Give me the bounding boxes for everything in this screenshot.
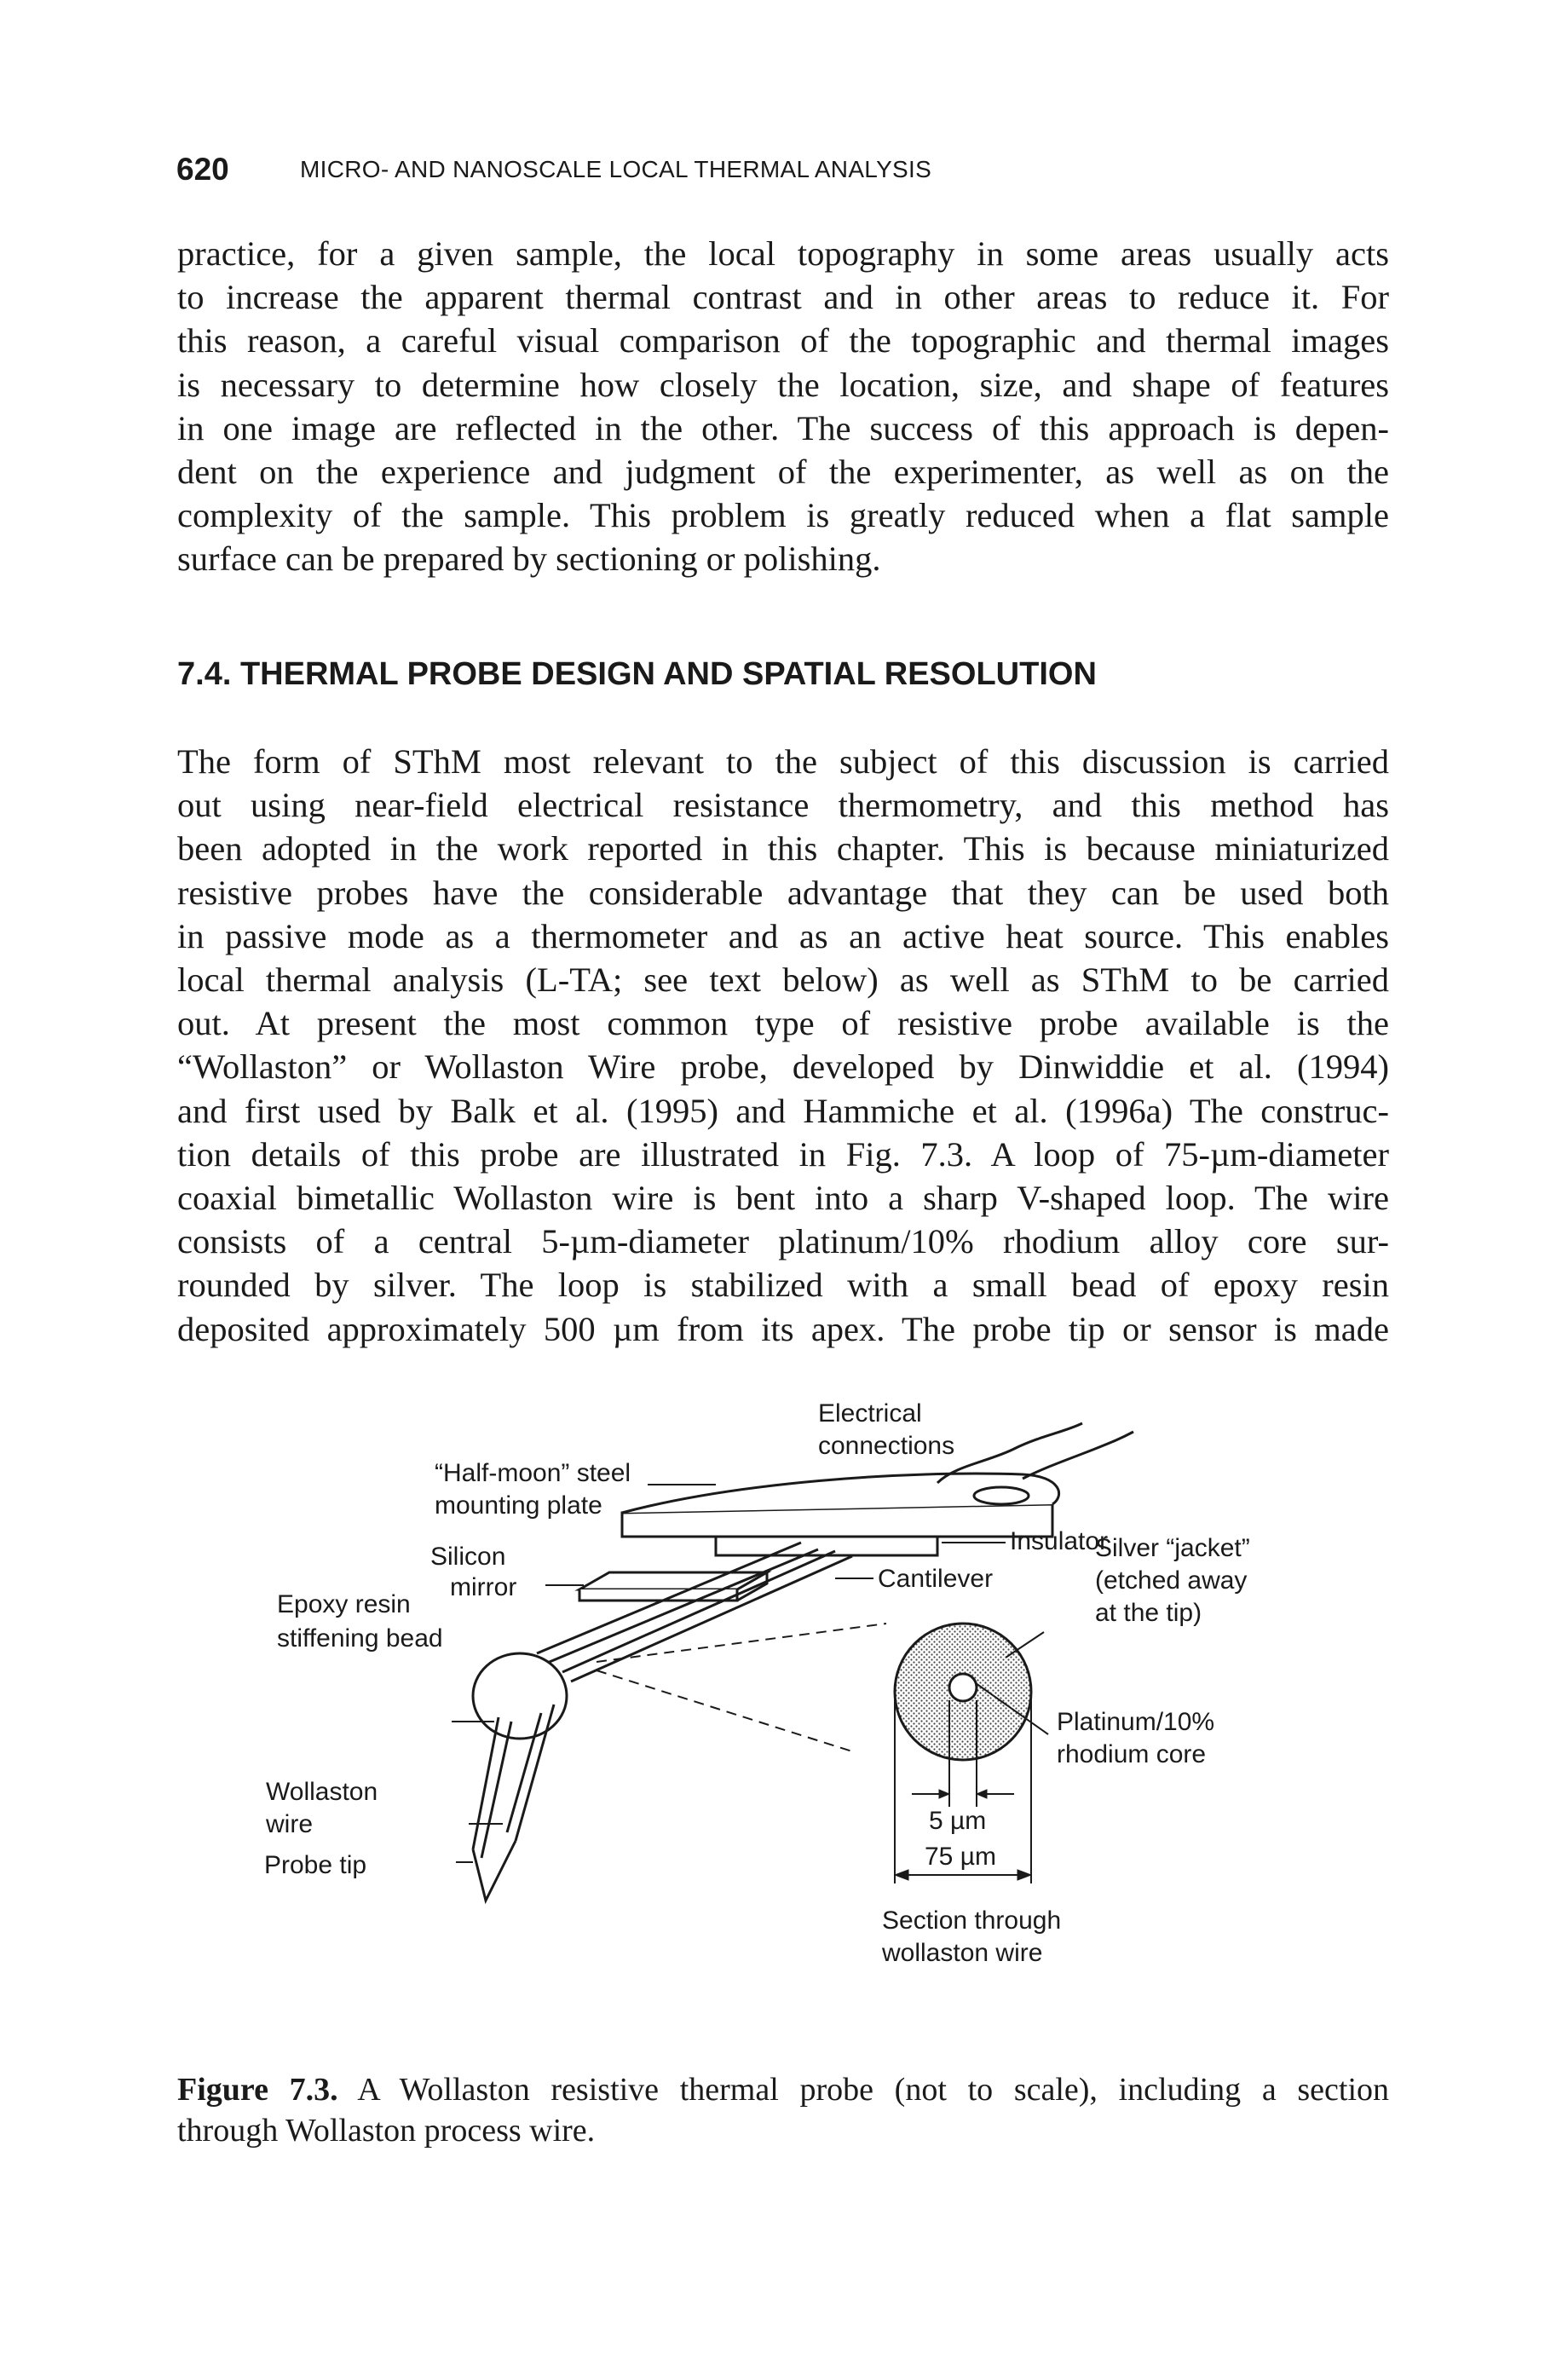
silicon-mirror (574, 1571, 772, 1591)
text-line: dent on the experience and judgment of t… (177, 453, 1389, 492)
running-title: MICRO- AND NANOSCALE LOCAL THERMAL ANALY… (300, 156, 932, 182)
mounting-plate-shape (620, 1503, 1054, 1538)
text-line: in passive mode as a thermometer and as … (177, 916, 1389, 955)
mounting-hole (972, 1485, 1030, 1506)
wire-section-core (948, 1672, 978, 1703)
electrical-connection-wire (1022, 1430, 1134, 1480)
cantilever-leg (562, 1549, 836, 1674)
label-wollaston-wire: Wollaston (266, 1778, 378, 1806)
caption-line: Figure 7.3. A Wollaston resistive therma… (177, 2069, 1389, 2110)
label-dimension-5um: 5 µm (929, 1807, 986, 1835)
insulator-block (714, 1535, 939, 1557)
mounting-plate-top (621, 1472, 1061, 1514)
probe-tip (471, 1840, 517, 1905)
page-number: 620 (176, 152, 229, 187)
text-line: rounded by silver. The loop is stabilize… (177, 1266, 1389, 1305)
text-line: The form of SThM most relevant to the su… (177, 742, 1389, 781)
label-section: wollaston wire (881, 1939, 1042, 1967)
label-platinum-core: Platinum/10% (1057, 1708, 1214, 1736)
cantilever-leg (536, 1541, 802, 1655)
label-electrical: connections (818, 1432, 954, 1460)
text-line: this reason, a careful visual comparison… (177, 321, 1389, 361)
label-epoxy: Epoxy resin (277, 1590, 411, 1618)
text-line: deposited approximately 500 µm from its … (177, 1309, 1389, 1348)
label-halfmoon: “Half-moon” steel (435, 1459, 631, 1487)
text-line: been adopted in the work reported in thi… (177, 829, 1389, 868)
caption-line: through Wollaston process wire. (177, 2113, 596, 2149)
label-silver-jacket: at the tip) (1095, 1599, 1202, 1627)
electrical-connection-wire (936, 1422, 1083, 1485)
projection-line (596, 1623, 887, 1663)
label-epoxy: stiffening bead (277, 1624, 443, 1653)
figure-caption: Figure 7.3. A Wollaston resistive therma… (177, 2069, 1389, 2151)
label-wollaston-wire: wire (265, 1810, 313, 1838)
label-halfmoon: mounting plate (435, 1491, 602, 1520)
label-silicon-mirror: Silicon (430, 1543, 505, 1571)
label-platinum-core: rhodium core (1057, 1740, 1206, 1768)
label-electrical: Electrical (818, 1399, 922, 1428)
paragraph-2: The form of SThM most relevant to the su… (177, 740, 1389, 1351)
text-line: “Wollaston” or Wollaston Wire probe, dev… (177, 1047, 1389, 1087)
text-line: and first used by Balk et al. (1995) and… (177, 1091, 1389, 1130)
caption-text: A Wollaston resistive thermal probe (not… (357, 2072, 1390, 2108)
label-silver-jacket: Silver “jacket” (1095, 1534, 1250, 1562)
text-line: is necessary to determine how closely th… (177, 365, 1389, 404)
epoxy-bead (471, 1652, 568, 1740)
label-dimension-75um: 75 µm (925, 1843, 996, 1871)
label-section: Section through (882, 1906, 1061, 1935)
label-insulator: Insulator (1010, 1527, 1108, 1555)
label-cantilever: Cantilever (878, 1565, 993, 1593)
paragraph-1: practice, for a given sample, the local … (177, 232, 1389, 581)
wollaston-wire (471, 1716, 500, 1850)
text-line: consists of a central 5-µm-diameter plat… (177, 1222, 1389, 1261)
label-silicon-mirror: mirror (450, 1573, 516, 1601)
text-line: coaxial bimetallic Wollaston wire is ben… (177, 1179, 1389, 1218)
text-line: resistive probes have the considerable a… (177, 873, 1389, 912)
section-heading: 7.4. THERMAL PROBE DESIGN AND SPATIAL RE… (177, 656, 1097, 692)
figure-wollaston-probe: Electrical connections “Half-moon” steel… (264, 1399, 1250, 1967)
label-probe-tip: Probe tip (264, 1851, 366, 1879)
text-line: local thermal analysis (L-TA; see text b… (177, 960, 1389, 1000)
text-line: in one image are reflected in the other.… (177, 408, 1389, 447)
text-line: complexity of the sample. This problem i… (177, 496, 1389, 535)
text-line: out. At present the most common type of … (177, 1004, 1389, 1043)
text-line: out using near-field electrical resistan… (177, 786, 1389, 825)
text-line: surface can be prepared by sectioning or… (177, 539, 881, 579)
caption-label: Figure 7.3. (177, 2072, 338, 2108)
text-line: tion details of this probe are illustrat… (177, 1134, 1389, 1174)
text-line: practice, for a given sample, the local … (177, 234, 1389, 273)
text-line: to increase the apparent thermal contras… (177, 278, 1389, 317)
label-silver-jacket: (etched away (1095, 1566, 1247, 1595)
